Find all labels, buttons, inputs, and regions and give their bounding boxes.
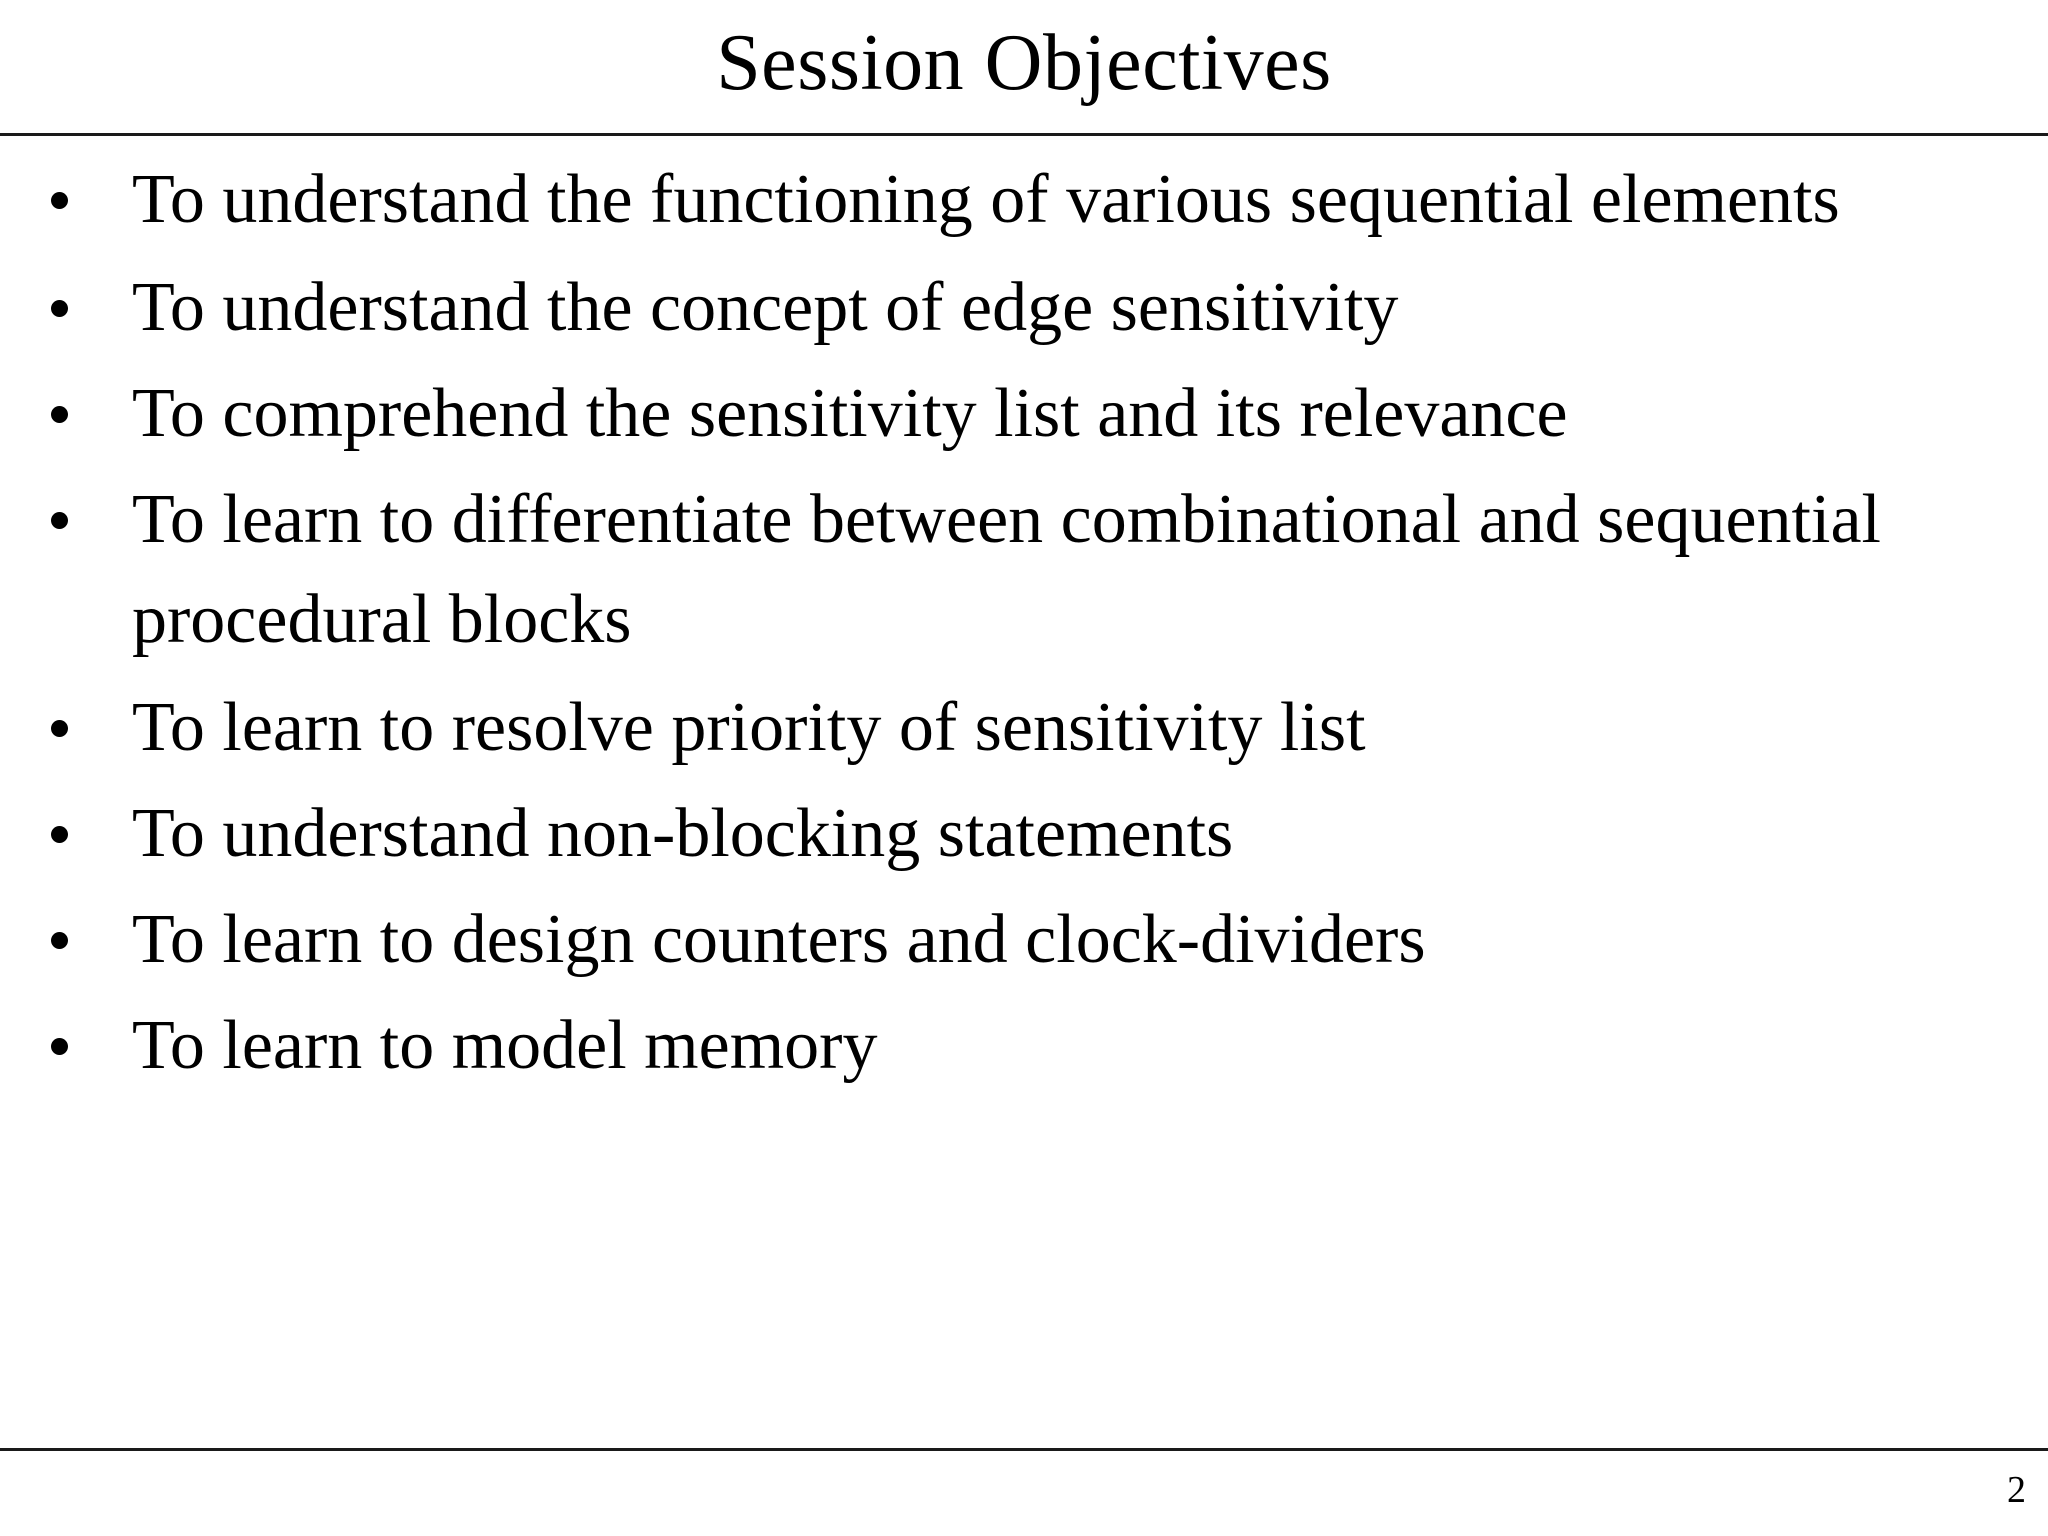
- list-item: To learn to model memory: [0, 996, 2032, 1096]
- list-item-label: To learn to design counters and clock-di…: [132, 901, 1426, 978]
- slide-title-area: Session Objectives: [0, 0, 2048, 134]
- list-item: To understand non-blocking statements: [0, 784, 2032, 884]
- list-item: To comprehend the sensitivity list and i…: [0, 364, 2032, 464]
- list-item: To learn to differentiate between combin…: [0, 470, 2032, 670]
- bullet-dot-icon: [51, 512, 68, 529]
- bullet-dot-icon: [51, 406, 68, 423]
- page-number: 2: [2007, 1469, 2026, 1511]
- bullet-dot-icon: [51, 300, 68, 317]
- bullet-dot-icon: [51, 192, 68, 209]
- objectives-list: To understand the functioning of various…: [0, 150, 2048, 1096]
- list-item-label: To comprehend the sensitivity list and i…: [132, 375, 1568, 452]
- list-item-label: To understand the functioning of various…: [132, 161, 1840, 238]
- list-item-label: To learn to model memory: [132, 1007, 878, 1084]
- bullet-dot-icon: [51, 1038, 68, 1055]
- list-item-label: To understand non-blocking statements: [132, 795, 1234, 872]
- footer-divider: [0, 1448, 2048, 1451]
- slide-footer: 2: [0, 1455, 2048, 1536]
- bullet-dot-icon: [51, 932, 68, 949]
- list-item: To learn to design counters and clock-di…: [0, 890, 2032, 990]
- header-divider: [0, 133, 2048, 136]
- bullet-dot-icon: [51, 826, 68, 843]
- list-item: To understand the functioning of various…: [0, 150, 2032, 250]
- list-item: To understand the concept of edge sensit…: [0, 258, 2032, 358]
- page-title: Session Objectives: [716, 19, 1332, 107]
- list-item-label: To understand the concept of edge sensit…: [132, 269, 1399, 346]
- list-item-label: To learn to differentiate between combin…: [132, 481, 1881, 658]
- slide-body: To understand the functioning of various…: [0, 150, 2048, 1440]
- list-item: To learn to resolve priority of sensitiv…: [0, 678, 2032, 778]
- bullet-dot-icon: [51, 720, 68, 737]
- list-item-label: To learn to resolve priority of sensitiv…: [132, 689, 1366, 766]
